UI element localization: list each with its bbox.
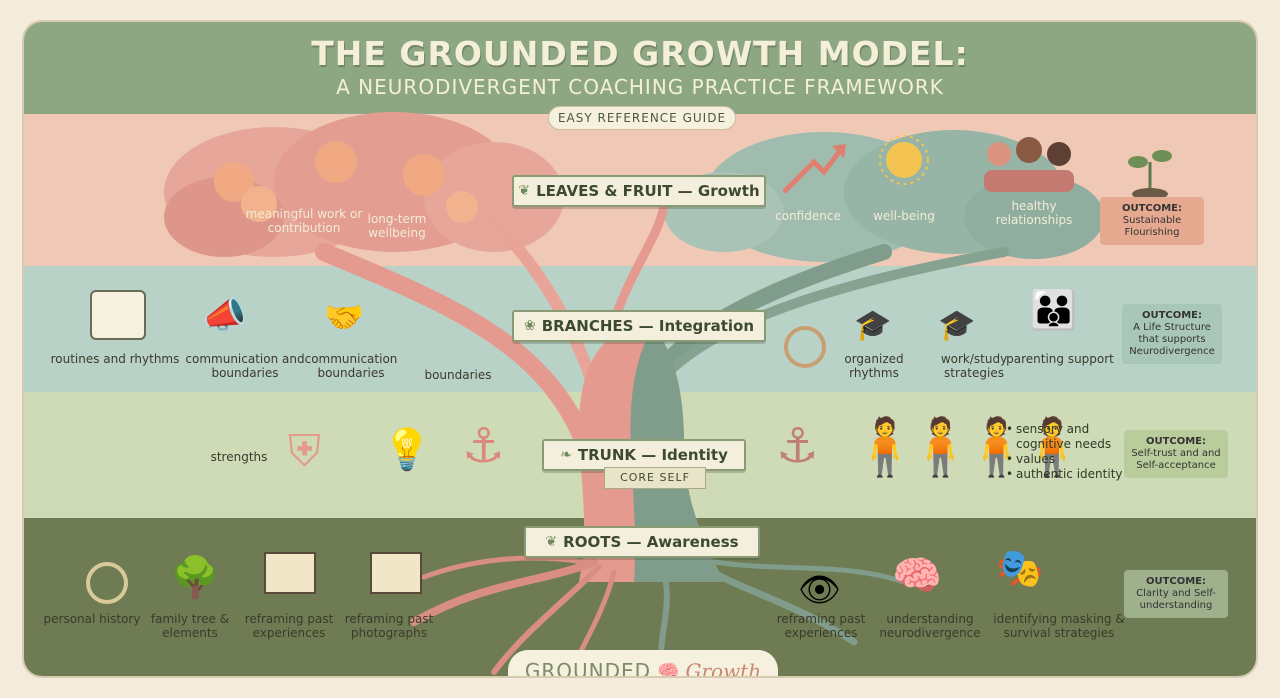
logo-text-grounded: GROUNDED <box>524 659 652 676</box>
leaves-label-text: LEAVES & FRUIT — Growth <box>536 182 760 200</box>
fruit <box>214 141 478 223</box>
leaves-label: ❦ LEAVES & FRUIT — Growth <box>512 175 766 207</box>
magnifier-icon <box>784 326 826 368</box>
graduation-cap-icon: 🎓 <box>854 308 892 343</box>
tree-icon: 🌳 <box>170 555 220 601</box>
megaphone-icon: 📣 <box>202 295 247 336</box>
brain-icon: 🧠 <box>892 553 942 599</box>
brand-logo: GROUNDED 🧠 Growth <box>508 650 778 676</box>
graduation-cap-icon: 🎓 <box>938 308 976 343</box>
roots-item-5: understanding neurodivergence <box>879 612 981 640</box>
roots-item-0: personal history <box>43 612 141 626</box>
branches-item-0: routines and rhythms <box>50 352 180 366</box>
logo-text-growth: Growth <box>685 659 762 676</box>
calendar-clock-icon <box>90 290 146 340</box>
brain-icon: 🧠 <box>657 660 680 677</box>
roots-item-3: reframing past photographs <box>344 612 434 640</box>
sun-icon <box>879 135 929 185</box>
seedling-icon <box>1128 150 1172 200</box>
branches-item-1: communication and boundaries <box>185 352 305 380</box>
leaves-item-0: meaningful work or contribution <box>245 207 363 235</box>
leaves-outcome-head: OUTCOME: <box>1121 203 1183 214</box>
branches-outcome-text: A Life Structure that supports Neurodive… <box>1129 322 1215 357</box>
parent-child-icon: 👪 <box>1030 288 1078 332</box>
trunk-bullet-0: sensory and cognitive needs <box>1006 422 1146 452</box>
leaves-item-1: long-term wellbeing <box>367 212 427 240</box>
page-title: THE GROUNDED GROWTH MODEL: <box>311 34 969 73</box>
anchor-icon: ⚓ <box>462 418 506 474</box>
branches-item-3: boundaries <box>424 368 492 382</box>
family-icon <box>984 137 1074 192</box>
branches-label-text: BRANCHES — Integration <box>541 317 755 335</box>
leaves-item-2: confidence <box>775 209 841 223</box>
branches-outcome-head: OUTCOME: <box>1141 310 1203 321</box>
trunk-outcome-text: Self-trust and and Self-acceptance <box>1131 448 1221 471</box>
trunk-bullet-2: authentic identity <box>1006 467 1146 482</box>
trunk-item-0: strengths <box>210 450 268 464</box>
trunk-bullets: sensory and cognitive needs values authe… <box>1006 422 1146 482</box>
shield-icon: ⛨ <box>288 426 321 477</box>
roots-outcome: OUTCOME: Clarity and Self-understanding <box>1124 570 1228 618</box>
header-band <box>24 22 1256 114</box>
bracket-icon: ❀ <box>523 318 536 334</box>
reference-guide-pill: EASY REFERENCE GUIDE <box>548 106 736 130</box>
roots-item-2: reframing past experiences <box>244 612 334 640</box>
arrow-up-icon <box>782 144 846 194</box>
leaves-outcome-text: Sustainable Flourishing <box>1122 215 1182 238</box>
magnifier-icon <box>86 562 128 604</box>
branches-item-2: communication boundaries <box>304 352 398 380</box>
handshake-icon: 🤝 <box>324 298 364 336</box>
leaves-outcome: OUTCOME: Sustainable Flourishing <box>1100 197 1204 245</box>
anchor-icon: ⚓ <box>776 418 820 474</box>
branches-label: ❀ BRANCHES — Integration <box>512 310 766 342</box>
lightbulb-gears-icon: 💡 <box>382 427 432 473</box>
framework-infographic: THE GROUNDED GROWTH MODEL: A NEURODIVERG… <box>24 22 1256 676</box>
bracket-icon: ❧ <box>560 447 572 463</box>
trunk-bullet-1: values <box>1006 452 1146 467</box>
trunk-outcome-head: OUTCOME: <box>1145 436 1207 447</box>
roots-label: ❦ ROOTS — Awareness <box>524 526 760 558</box>
core-self-tag: CORE SELF <box>604 467 706 489</box>
bracket-icon: ❦ <box>545 534 558 550</box>
roots-outcome-head: OUTCOME: <box>1145 576 1207 587</box>
eye-icon: 👁 <box>798 570 842 610</box>
tree-illustration <box>164 112 1172 676</box>
masks-icon: 🎭 <box>996 546 1044 590</box>
trunk-outcome: OUTCOME: Self-trust and and Self-accepta… <box>1124 430 1228 478</box>
page-subtitle: A NEURODIVERGENT COACHING PRACTICE FRAME… <box>336 75 944 99</box>
leaves-item-4: healthy relationships <box>995 199 1073 227</box>
roots-outcome-text: Clarity and Self-understanding <box>1136 588 1216 611</box>
roots-item-6: identifying masking & survival strategie… <box>993 612 1125 640</box>
roots-item-1: family tree & elements <box>150 612 230 640</box>
branches-outcome: OUTCOME: A Life Structure that supports … <box>1122 304 1222 364</box>
roots-item-4: reframing past experiences <box>776 612 866 640</box>
bracket-icon: ❦ <box>518 183 531 199</box>
trunk-label-text: TRUNK — Identity <box>577 446 728 464</box>
branches-item-5: work/study strategies <box>940 352 1008 380</box>
photo-frames-icon <box>264 552 316 594</box>
branches-item-6: parenting support <box>1006 352 1114 366</box>
leaves-item-3: well-being <box>873 209 935 223</box>
branches-item-4: organized rhythms <box>844 352 904 380</box>
roots-label-text: ROOTS — Awareness <box>563 533 739 551</box>
photo-frames-icon <box>370 552 422 594</box>
